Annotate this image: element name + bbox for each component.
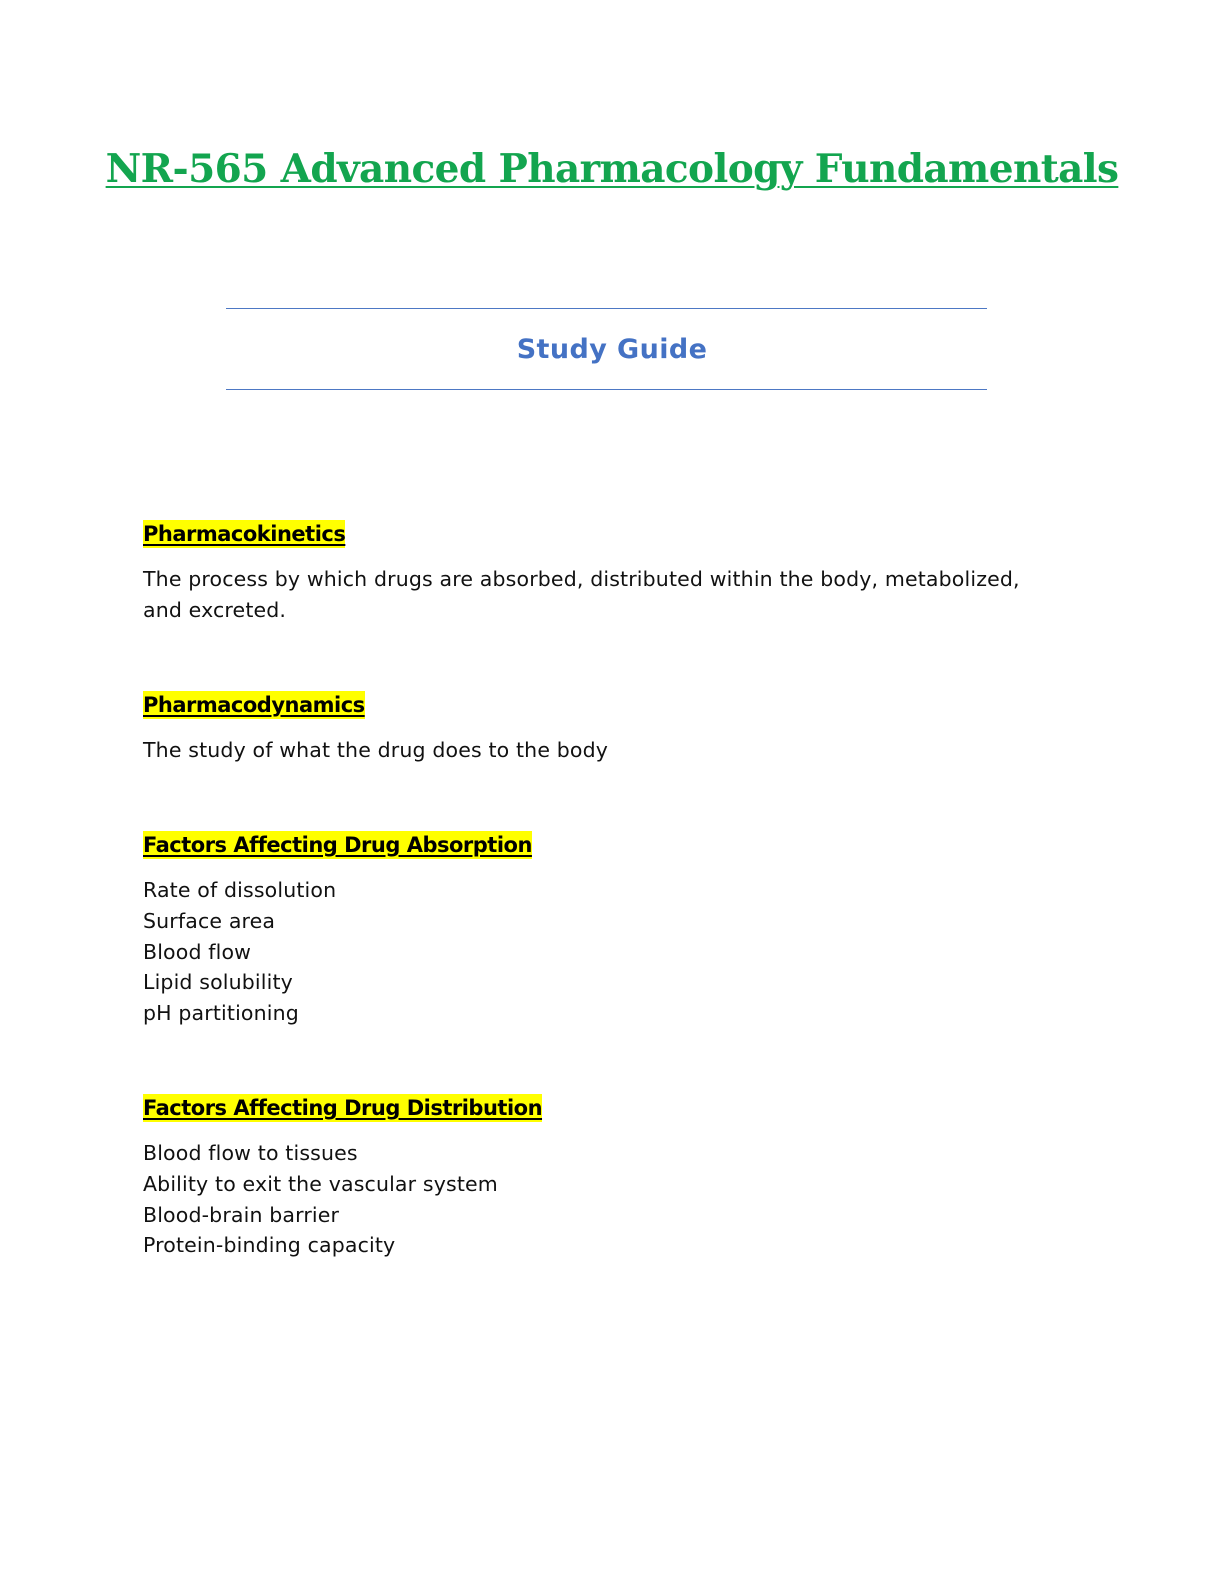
list-item: Ability to exit the vascular system	[143, 1171, 498, 1196]
absorption-factor-list: Rate of dissolution Surface area Blood f…	[143, 875, 1083, 1029]
document-subtitle: Study Guide	[516, 334, 708, 365]
section-text: The process by which drugs are absorbed,…	[143, 567, 1020, 622]
list-item: Blood flow to tissues	[143, 1141, 358, 1165]
document-title: NR-565 Advanced Pharmacology Fundamental…	[105, 146, 1119, 192]
section-pharmacodynamics: Pharmacodynamics The study of what the d…	[143, 691, 1083, 766]
list-item: Blood flow	[143, 939, 252, 964]
section-drug-absorption: Factors Affecting Drug Absorption Rate o…	[143, 831, 1083, 1029]
section-heading: Pharmacodynamics	[143, 691, 365, 719]
list-item: pH partitioning	[143, 1001, 299, 1026]
section-pharmacokinetics: Pharmacokinetics The process by which dr…	[143, 520, 1083, 626]
distribution-factor-list: Blood flow to tissues Ability to exit th…	[143, 1138, 1083, 1261]
subtitle-top-divider	[226, 308, 987, 309]
list-item: Lipid solubility	[143, 970, 293, 995]
subtitle-bottom-divider	[226, 389, 987, 390]
section-text: The study of what the drug does to the b…	[143, 738, 609, 762]
section-drug-distribution: Factors Affecting Drug Distribution Bloo…	[143, 1094, 1083, 1261]
list-item: Rate of dissolution	[143, 878, 337, 902]
list-item: Surface area	[143, 908, 276, 933]
section-heading: Pharmacokinetics	[143, 520, 346, 548]
section-heading: Factors Affecting Drug Absorption	[143, 831, 532, 859]
list-item: Protein-binding capacity	[143, 1233, 396, 1258]
list-item: Blood-brain barrier	[143, 1202, 340, 1227]
section-heading: Factors Affecting Drug Distribution	[143, 1094, 543, 1122]
